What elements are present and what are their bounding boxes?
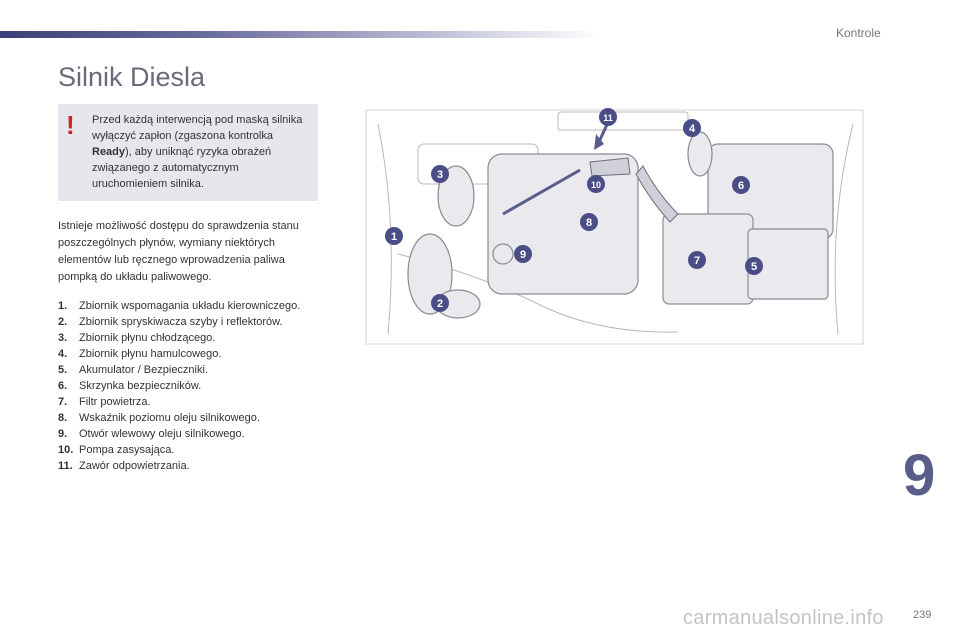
list-item-number: 4. — [58, 348, 68, 360]
svg-text:6: 6 — [738, 180, 744, 192]
list-item: 9. Otwór wlewowy oleju silnikowego. — [58, 426, 328, 442]
list-item-text: Zbiornik płynu hamulcowego. — [79, 348, 222, 360]
list-item-text: Zbiornik spryskiwacza szyby i reflektoró… — [79, 316, 283, 328]
callout-2: 2 — [431, 294, 449, 312]
svg-text:7: 7 — [694, 255, 700, 267]
list-item: 4. Zbiornik płynu hamulcowego. — [58, 346, 328, 362]
list-item-number: 8. — [58, 412, 68, 424]
list-item-text: Akumulator / Bezpieczniki. — [79, 364, 208, 376]
warning-text: Przed każdą interwencją pod maską silnik… — [92, 114, 303, 190]
list-item-text: Filtr powietrza. — [79, 396, 151, 408]
list-item: 3. Zbiornik płynu chłodzącego. — [58, 330, 328, 346]
list-item-text: Skrzynka bezpieczników. — [79, 380, 202, 392]
list-item: 5. Akumulator / Bezpieczniki. — [58, 362, 328, 378]
list-item-number: 3. — [58, 332, 68, 344]
list-item: 6. Skrzynka bezpieczników. — [58, 378, 328, 394]
exclamation-icon: ! — [66, 110, 75, 140]
callout-8: 8 — [580, 213, 598, 231]
list-item: 10. Pompa zasysająca. — [58, 442, 328, 458]
header-bar — [0, 31, 600, 38]
list-item-text: Wskaźnik poziomu oleju silnikowego. — [79, 412, 260, 424]
callout-1: 1 — [385, 227, 403, 245]
chapter-number: 9 — [903, 443, 936, 508]
svg-text:3: 3 — [437, 169, 443, 181]
section-title: Kontrole — [836, 26, 881, 40]
list-item-number: 2. — [58, 316, 68, 328]
callout-11: 11 — [599, 108, 617, 126]
list-item: 8. Wskaźnik poziomu oleju silnikowego. — [58, 410, 328, 426]
callout-4: 4 — [683, 119, 701, 137]
svg-text:1: 1 — [391, 231, 397, 243]
list-item-text: Otwór wlewowy oleju silnikowego. — [79, 428, 245, 440]
callout-7: 7 — [688, 251, 706, 269]
list-item-number: 6. — [58, 380, 68, 392]
ready-label: Ready — [92, 146, 126, 158]
list-item-number: 7. — [58, 396, 68, 408]
list-item-text: Zbiornik wspomagania układu kierowniczeg… — [79, 300, 301, 312]
callout-3: 3 — [431, 165, 449, 183]
list-item-number: 5. — [58, 364, 68, 376]
list-item-number: 1. — [58, 300, 68, 312]
list-item-text: Pompa zasysająca. — [79, 444, 175, 456]
svg-text:4: 4 — [689, 123, 696, 135]
list-item-text: Zbiornik płynu chłodzącego. — [79, 332, 216, 344]
svg-text:10: 10 — [591, 180, 601, 190]
list-item: 1. Zbiornik wspomagania układu kierownicz… — [58, 298, 328, 314]
callout-5: 5 — [745, 257, 763, 275]
list-item: 11. Zawór odpowietrzania. — [58, 458, 328, 474]
list-item-number: 11. — [58, 460, 73, 472]
svg-text:5: 5 — [751, 261, 757, 273]
svg-text:2: 2 — [437, 298, 443, 310]
callout-9: 9 — [514, 245, 532, 263]
list-item: 2. Zbiornik spryskiwacza szyby i reflekto… — [58, 314, 328, 330]
list-item-text: Zawór odpowietrzania. — [79, 460, 190, 472]
intro-paragraph: Istnieje możliwość dostępu do sprawdzeni… — [58, 220, 299, 283]
list-item: 7. Filtr powietrza. — [58, 394, 328, 410]
warning-box: ! Przed każdą interwencją pod maską siln… — [58, 104, 318, 201]
svg-text:8: 8 — [586, 217, 592, 229]
svg-text:11: 11 — [603, 113, 613, 123]
list-item-number: 10. — [58, 444, 74, 456]
callout-6: 6 — [732, 176, 750, 194]
svg-text:9: 9 — [520, 249, 526, 261]
callout-10: 10 — [587, 175, 605, 193]
watermark: carmanualsonline.info — [683, 607, 884, 629]
page-title: Silnik Diesla — [58, 62, 206, 92]
component-list: 1. Zbiornik wspomagania układu kierownicz… — [58, 298, 328, 474]
list-item-number: 9. — [58, 428, 68, 440]
page-number: 239 — [913, 609, 932, 621]
engine-bay-illustration: 1 2 3 4 5 6 7 8 9 10 11 — [365, 108, 864, 345]
